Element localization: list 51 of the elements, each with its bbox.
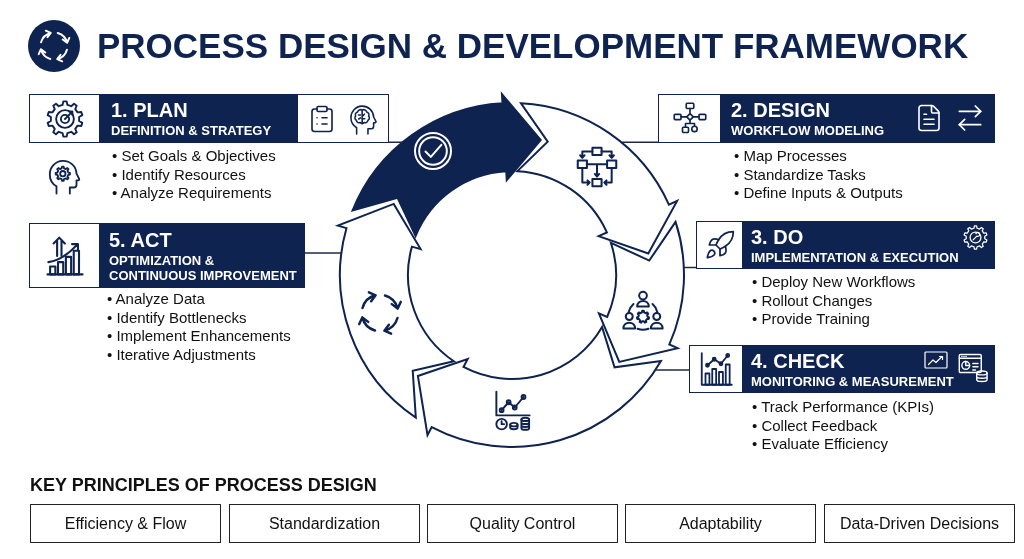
phase-subtitle: MONITORING & MEASUREMENT bbox=[751, 373, 954, 389]
phase-title: 2. DESIGN bbox=[731, 99, 830, 121]
phase-title: 4. CHECK bbox=[751, 349, 845, 372]
phase-subtitle: OPTIMIZATION & CONTINUOUS IMPROVEMENT bbox=[109, 252, 298, 283]
phase-card bbox=[29, 223, 305, 288]
principle-box bbox=[625, 504, 816, 543]
bullet-item: • Evaluate Efficiency bbox=[752, 435, 888, 454]
leader-line bbox=[654, 369, 690, 371]
bullet-item: • Set Goals & Objectives bbox=[112, 147, 276, 166]
principle-box bbox=[824, 504, 1015, 543]
bullet-item: • Provide Training bbox=[752, 310, 870, 329]
cycle-arrow-segment bbox=[336, 202, 455, 419]
bullet-item: • Define Inputs & Outputs bbox=[734, 184, 903, 203]
leader-line bbox=[620, 141, 659, 143]
principle-box bbox=[427, 504, 618, 543]
bullet-item: • Implement Enhancements bbox=[107, 327, 291, 346]
principle-text: Adaptability bbox=[679, 513, 762, 534]
phase-card bbox=[696, 221, 995, 269]
cycle-arrow-segment bbox=[416, 326, 662, 448]
bullet-item: • Deploy New Workflows bbox=[752, 273, 916, 292]
bullet-item: • Collect Feedback bbox=[752, 416, 878, 435]
bullet-item: • Map Processes bbox=[734, 147, 847, 166]
principle-box bbox=[229, 504, 420, 543]
page-title: PROCESS DESIGN & DEVELOPMENT FRAMEWORK bbox=[97, 26, 969, 66]
phase-card bbox=[689, 345, 995, 393]
leader-line bbox=[304, 252, 343, 254]
phase-title: 5. ACT bbox=[109, 228, 172, 251]
bullet-item: • Identify Resources bbox=[112, 165, 246, 184]
principle-box bbox=[30, 504, 221, 543]
principle-text: Data-Driven Decisions bbox=[839, 513, 1000, 534]
section-heading: KEY PRINCIPLES OF PROCESS DESIGN bbox=[30, 474, 377, 496]
bullet-item: • Rollout Changes bbox=[752, 291, 873, 310]
phase-subtitle: DEFINITION & STRATEGY bbox=[111, 123, 272, 138]
phase-subtitle: IMPLEMENTATION & EXECUTION bbox=[751, 249, 959, 265]
cycle-arrow-segment bbox=[597, 220, 685, 363]
bullet-item: • Track Performance (KPIs) bbox=[752, 398, 934, 417]
bullet-item: • Analyze Requirements bbox=[112, 184, 272, 203]
bullet-item: • Analyze Data bbox=[107, 290, 205, 309]
principle-text: Standardization bbox=[268, 513, 381, 534]
bullet-item: • Standardize Tasks bbox=[734, 165, 866, 184]
phase-card bbox=[29, 94, 389, 143]
principle-text: Efficiency & Flow bbox=[64, 513, 187, 534]
principle-text: Quality Control bbox=[469, 513, 576, 534]
bullet-item: • Identify Bottlenecks bbox=[107, 308, 247, 327]
bullet-item: • Iterative Adjustments bbox=[107, 345, 256, 364]
phase-card bbox=[658, 94, 995, 143]
cycle-arrow-segment bbox=[351, 93, 542, 238]
phase-subtitle: WORKFLOW MODELING bbox=[731, 123, 885, 138]
phase-title: 1. PLAN bbox=[111, 99, 188, 121]
cycle-arrow-segment bbox=[516, 102, 679, 255]
phase-title: 3. DO bbox=[751, 225, 804, 248]
